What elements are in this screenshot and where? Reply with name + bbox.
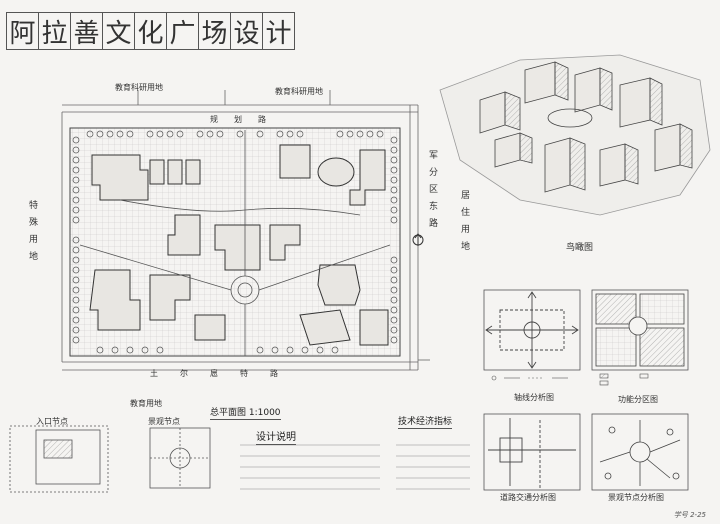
label-right-road: 军分区东路 [427,150,437,235]
label-top-road: 规划路 [210,115,282,124]
analysis-frames [483,289,689,491]
analysis-legends [491,373,649,386]
caption-function-zones: 功能分区图 [618,395,658,404]
caption-design-notes: 设计说明 [256,428,296,445]
label-top-left-land: 教育科研用地 [115,83,163,92]
label-bottom-road: 土尔扈特路 [150,369,300,378]
signature: 学号 2-25 [673,511,706,519]
central-plaza [79,130,391,356]
title-char: 广 [166,12,199,50]
caption-landscape: 景观节点分析图 [608,493,664,502]
tree-rows [72,130,398,354]
traffic-analysis-diagram [488,418,576,488]
axis-analysis-diagram [485,291,579,369]
title-boxes: 阿 拉 善 文 化 广 场 设 计 [6,12,320,50]
title-char: 拉 [38,12,71,50]
aerial-view [439,54,711,216]
caption-traffic: 道路交通分析图 [500,493,556,502]
label-left-land: 特殊用地 [27,200,37,268]
label-top-right-land: 教育科研用地 [275,87,323,96]
detail-drawings [9,425,211,493]
title-char: 阿 [6,12,39,50]
building-footprints [89,144,389,346]
caption-axis-analysis: 轴线分析图 [514,393,554,402]
north-arrow [412,233,424,246]
title-char: 计 [262,12,295,50]
label-right-land: 居住用地 [459,190,469,258]
title-char: 化 [134,12,167,50]
caption-detail-mid: 景观节点 [148,417,180,426]
label-bottom-left-land: 教育用地 [130,399,162,408]
function-zone-diagram [595,293,685,367]
landscape-node-diagram [599,420,681,486]
caption-detail-left: 入口节点 [36,417,68,426]
title-char: 善 [70,12,103,50]
caption-master-plan: 总平面图 1:1000 [210,405,281,420]
design-note-lines [240,444,470,490]
caption-aerial: 鸟瞰图 [566,243,594,253]
caption-tech-indicators: 技术经济指标 [398,414,453,429]
